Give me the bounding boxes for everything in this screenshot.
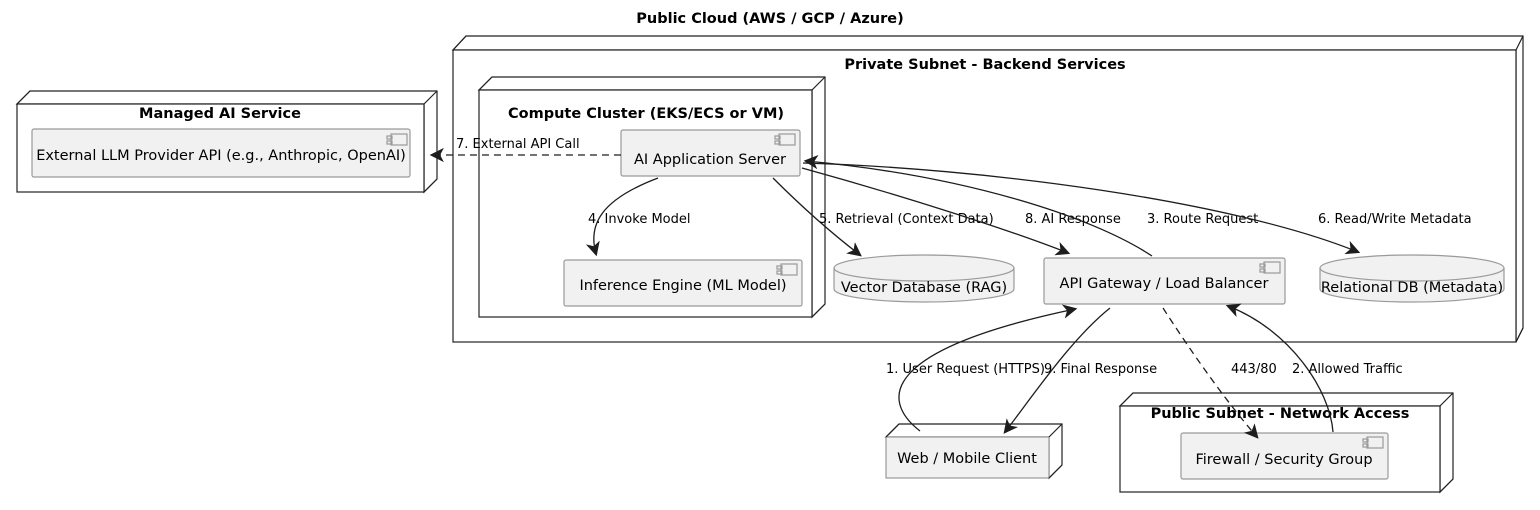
node-external-llm[interactable]: External LLM Provider API (e.g., Anthrop… bbox=[31, 128, 411, 178]
node-inference-engine-label: Inference Engine (ML Model) bbox=[579, 278, 786, 294]
node-firewall[interactable]: Firewall / Security Group bbox=[1180, 432, 1389, 480]
edge-2-label: 2. Allowed Traffic bbox=[1292, 362, 1403, 377]
component-icon bbox=[776, 263, 798, 276]
group-public-subnet-title: Public Subnet - Network Access bbox=[1151, 406, 1410, 422]
edge-6-label: 6. Read/Write Metadata bbox=[1318, 212, 1472, 227]
edge-2-allowed-traffic: 2. Allowed Traffic bbox=[1225, 303, 1403, 433]
node-api-gateway-label: API Gateway / Load Balancer bbox=[1060, 276, 1269, 292]
edge-5-label: 5. Retrieval (Context Data) bbox=[819, 212, 994, 227]
component-icon bbox=[1259, 261, 1281, 274]
node-api-gateway[interactable]: API Gateway / Load Balancer bbox=[1043, 257, 1286, 305]
edge-9-final-response: 9. Final Response bbox=[1003, 307, 1157, 434]
edge-8-label: 8. AI Response bbox=[1025, 212, 1121, 227]
node-relational-database-label: Relational DB (Metadata) bbox=[1321, 280, 1503, 296]
component-icon bbox=[774, 133, 796, 146]
edge-8-ai-response: 8. AI Response bbox=[801, 167, 1121, 256]
edge-443-80: 443/80 bbox=[1162, 307, 1277, 439]
node-ai-application-server-label: AI Application Server bbox=[634, 152, 786, 168]
node-firewall-label: Firewall / Security Group bbox=[1195, 452, 1372, 468]
edge-443-80-label: 443/80 bbox=[1231, 362, 1277, 377]
node-relational-database[interactable]: Relational DB (Metadata) bbox=[1319, 254, 1505, 303]
group-public-subnet: Public Subnet - Network Access Firewall … bbox=[1118, 392, 1454, 494]
node-web-mobile-client-label: Web / Mobile Client bbox=[897, 451, 1037, 467]
edge-4-invoke-model: 4. Invoke Model bbox=[585, 177, 690, 257]
edge-9-label: 9. Final Response bbox=[1044, 362, 1157, 377]
edge-6-read-write-metadata: 6. Read/Write Metadata bbox=[802, 162, 1472, 255]
edge-7-external-api-call: 7. External API Call bbox=[429, 137, 621, 163]
group-compute-cluster-title: Compute Cluster (EKS/ECS or VM) bbox=[508, 106, 784, 122]
edge-5-retrieval: 5. Retrieval (Context Data) bbox=[772, 177, 994, 257]
node-vector-database-label: Vector Database (RAG) bbox=[841, 280, 1007, 296]
component-icon bbox=[386, 133, 408, 146]
component-icon bbox=[1362, 436, 1384, 449]
node-ai-application-server[interactable]: AI Application Server bbox=[620, 129, 801, 177]
page-title: Public Cloud (AWS / GCP / Azure) bbox=[636, 11, 903, 27]
edge-7-label: 7. External API Call bbox=[456, 137, 580, 152]
edge-1-label: 1. User Request (HTTPS) bbox=[886, 362, 1045, 377]
edge-1-user-request: 1. User Request (HTTPS) bbox=[886, 304, 1078, 432]
edge-3-route-request: 3. Route Request bbox=[803, 154, 1258, 257]
edge-4-label: 4. Invoke Model bbox=[588, 212, 690, 227]
node-external-llm-label: External LLM Provider API (e.g., Anthrop… bbox=[36, 148, 406, 164]
edge-3-label: 3. Route Request bbox=[1147, 212, 1258, 227]
node-web-mobile-client[interactable]: Web / Mobile Client bbox=[884, 423, 1063, 480]
group-managed-ai-service-title: Managed AI Service bbox=[139, 106, 301, 122]
group-private-subnet-title: Private Subnet - Backend Services bbox=[844, 57, 1125, 73]
group-managed-ai-service: Managed AI Service External LLM Provider… bbox=[15, 90, 438, 194]
node-inference-engine[interactable]: Inference Engine (ML Model) bbox=[563, 259, 803, 307]
node-vector-database[interactable]: Vector Database (RAG) bbox=[833, 254, 1015, 303]
